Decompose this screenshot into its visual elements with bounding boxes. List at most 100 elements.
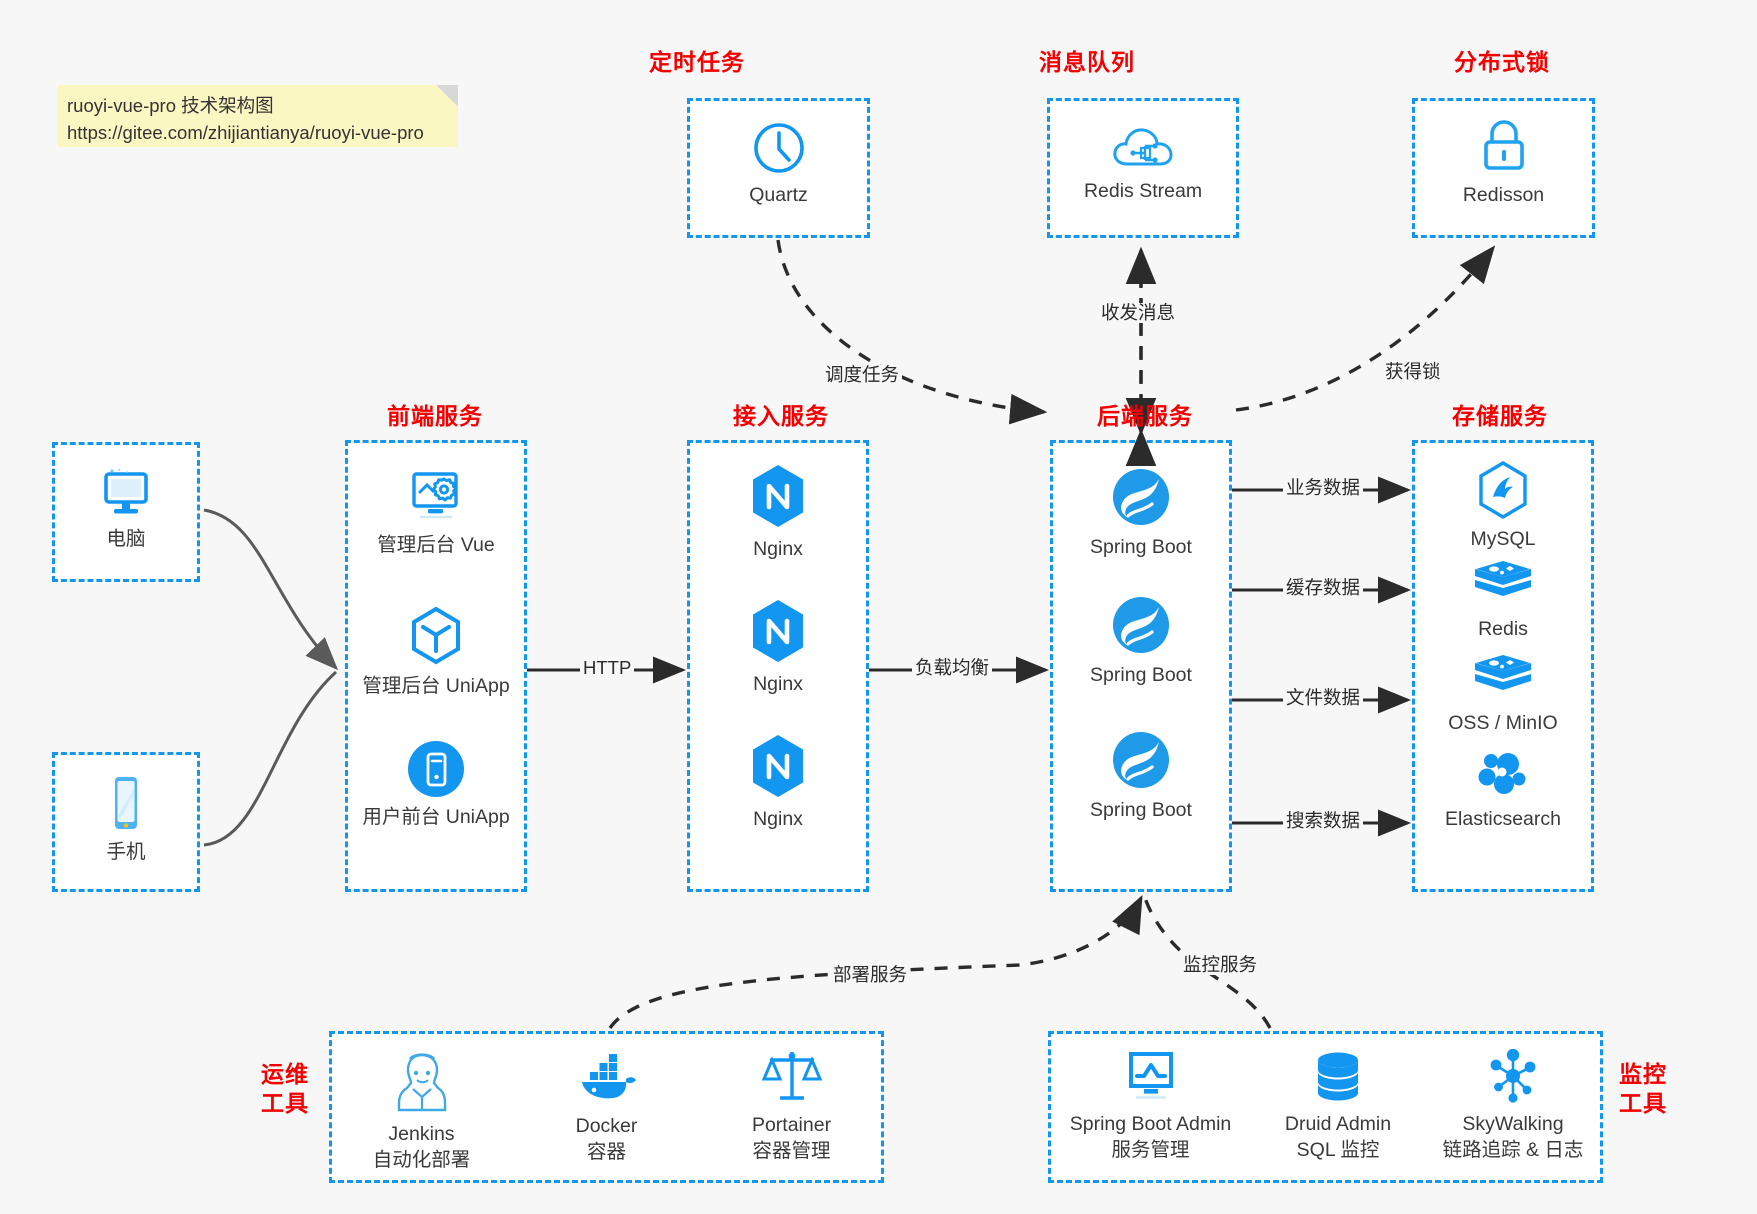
skywalking-icon bbox=[1484, 1048, 1542, 1105]
node-phone-label: 手机 bbox=[106, 841, 146, 863]
node-phone[interactable]: 手机 bbox=[52, 775, 200, 866]
mysql-icon bbox=[1474, 460, 1532, 520]
node-redisson[interactable]: Redisson bbox=[1412, 118, 1595, 209]
node-user-uniapp[interactable]: 用户前台 UniApp bbox=[345, 740, 527, 831]
section-label-scheduled-task: 定时任务 bbox=[649, 49, 745, 75]
node-skywalking-label: SkyWalking 链路追踪 & 日志 bbox=[1443, 1112, 1584, 1163]
note-text: ruoyi-vue-pro 技术架构图 https://gitee.com/zh… bbox=[67, 93, 452, 147]
spring-boot-icon bbox=[1110, 594, 1172, 656]
node-docker[interactable]: Docker 容器 bbox=[514, 1049, 699, 1165]
node-portainer[interactable]: Portainer 容器管理 bbox=[699, 1046, 884, 1164]
edge-label-deploy-service: 部署服务 bbox=[830, 964, 911, 986]
devops-label-line2: 工具 bbox=[261, 1089, 309, 1116]
section-label-frontend: 前端服务 bbox=[387, 403, 483, 429]
node-nginx-3[interactable]: Nginx bbox=[687, 732, 869, 833]
section-label-message-queue: 消息队列 bbox=[1039, 49, 1135, 75]
node-spring-boot-3[interactable]: Spring Boot bbox=[1050, 729, 1232, 824]
node-spring-boot-2-label: Spring Boot bbox=[1090, 664, 1192, 686]
desktop-computer-icon bbox=[98, 468, 154, 520]
devops-label-line1: 运维 bbox=[261, 1061, 309, 1087]
node-spring-boot-2[interactable]: Spring Boot bbox=[1050, 594, 1232, 689]
node-skywalking[interactable]: SkyWalking 链路追踪 & 日志 bbox=[1423, 1048, 1603, 1163]
nginx-icon bbox=[747, 597, 809, 665]
distributed-lock-box bbox=[1412, 98, 1595, 238]
node-mysql[interactable]: MySQL bbox=[1412, 460, 1594, 553]
node-spring-boot-1[interactable]: Spring Boot bbox=[1050, 466, 1232, 561]
node-nginx-1-label: Nginx bbox=[753, 538, 803, 560]
spring-boot-icon bbox=[1110, 729, 1172, 791]
node-redis-stream-label: Redis Stream bbox=[1083, 180, 1203, 202]
node-oss-minio[interactable]: OSS / MinIO bbox=[1412, 652, 1594, 737]
node-admin-vue[interactable]: 管理后台 Vue bbox=[345, 468, 527, 559]
node-spring-boot-admin[interactable]: Spring Boot Admin 服务管理 bbox=[1048, 1049, 1253, 1163]
spring-boot-icon bbox=[1110, 466, 1172, 528]
node-admin-uniapp[interactable]: 管理后台 UniApp bbox=[345, 605, 527, 700]
node-skywalking-title: SkyWalking bbox=[1462, 1113, 1564, 1135]
section-label-monitor-tools: 监控 工具 bbox=[1615, 1060, 1671, 1118]
jenkins-icon bbox=[393, 1049, 451, 1115]
node-oss-minio-label: OSS / MinIO bbox=[1448, 712, 1558, 734]
monitor-settings-icon bbox=[406, 468, 466, 526]
node-spring-boot-admin-sub: 服务管理 bbox=[1111, 1138, 1190, 1161]
node-computer[interactable]: 电脑 bbox=[52, 468, 200, 553]
oss-minio-icon bbox=[1472, 652, 1534, 704]
note-folded-corner bbox=[436, 85, 458, 107]
node-redis-stream[interactable]: Redis Stream bbox=[1047, 122, 1239, 205]
cube-icon bbox=[407, 605, 465, 667]
section-label-backend: 后端服务 bbox=[1097, 403, 1193, 429]
node-skywalking-sub: 链路追踪 & 日志 bbox=[1442, 1138, 1584, 1161]
section-label-gateway: 接入服务 bbox=[733, 403, 829, 429]
nginx-icon bbox=[747, 732, 809, 800]
node-spring-boot-admin-label: Spring Boot Admin 服务管理 bbox=[1070, 1112, 1232, 1163]
note-url: https://gitee.com/zhijiantianya/ruoyi-vu… bbox=[67, 121, 424, 143]
portainer-scales-icon bbox=[760, 1046, 824, 1106]
node-druid-admin-title: Druid Admin bbox=[1284, 1113, 1392, 1135]
node-admin-vue-label: 管理后台 Vue bbox=[377, 534, 495, 556]
node-admin-uniapp-label: 管理后台 UniApp bbox=[362, 675, 510, 697]
node-jenkins-title: Jenkins bbox=[388, 1123, 455, 1145]
node-druid-admin-sub: SQL 监控 bbox=[1296, 1138, 1380, 1161]
node-druid-admin-label: Druid Admin SQL 监控 bbox=[1285, 1112, 1391, 1163]
edge-phone-to-frontend bbox=[203, 670, 338, 847]
edge-label-business-data: 业务数据 bbox=[1283, 477, 1364, 499]
node-nginx-1[interactable]: Nginx bbox=[687, 462, 869, 563]
node-spring-boot-admin-title: Spring Boot Admin bbox=[1069, 1113, 1232, 1135]
elasticsearch-icon bbox=[1475, 748, 1531, 800]
node-spring-boot-3-label: Spring Boot bbox=[1090, 799, 1192, 821]
node-elasticsearch[interactable]: Elasticsearch bbox=[1412, 748, 1594, 833]
monitor-label-line2: 工具 bbox=[1619, 1089, 1667, 1116]
node-quartz[interactable]: Quartz bbox=[687, 120, 870, 209]
node-docker-title: Docker bbox=[575, 1115, 638, 1137]
node-nginx-2[interactable]: Nginx bbox=[687, 597, 869, 698]
node-elasticsearch-label: Elasticsearch bbox=[1445, 808, 1561, 830]
node-docker-label: Docker 容器 bbox=[576, 1114, 638, 1165]
section-label-distributed-lock: 分布式锁 bbox=[1454, 49, 1550, 75]
node-redis[interactable]: Redis bbox=[1412, 558, 1594, 643]
frontend-service-box bbox=[345, 440, 527, 892]
node-portainer-label: Portainer 容器管理 bbox=[752, 1113, 831, 1164]
node-spring-boot-1-label: Spring Boot bbox=[1090, 536, 1192, 558]
node-jenkins-sub: 自动化部署 bbox=[372, 1148, 471, 1171]
edge-label-monitor-service: 监控服务 bbox=[1180, 954, 1261, 976]
clock-icon bbox=[751, 120, 807, 176]
node-portainer-sub: 容器管理 bbox=[752, 1139, 831, 1162]
edge-schedule-task bbox=[776, 239, 1048, 425]
node-nginx-3-label: Nginx bbox=[753, 808, 803, 830]
edge-computer-to-frontend bbox=[203, 508, 339, 671]
node-druid-admin[interactable]: Druid Admin SQL 监控 bbox=[1253, 1049, 1423, 1163]
redis-icon bbox=[1472, 558, 1534, 610]
node-portainer-title: Portainer bbox=[751, 1114, 832, 1136]
docker-icon bbox=[574, 1049, 640, 1107]
node-jenkins[interactable]: Jenkins 自动化部署 bbox=[329, 1049, 514, 1173]
mobile-app-icon bbox=[407, 740, 465, 798]
edge-label-file-data: 文件数据 bbox=[1283, 687, 1364, 709]
edge-label-http: HTTP bbox=[580, 657, 635, 679]
node-quartz-label: Quartz bbox=[749, 184, 808, 206]
section-label-storage: 存储服务 bbox=[1452, 403, 1548, 429]
node-redisson-label: Redisson bbox=[1462, 184, 1545, 206]
database-stack-icon bbox=[1310, 1049, 1366, 1105]
edge-label-load-balance: 负载均衡 bbox=[912, 657, 993, 679]
node-nginx-2-label: Nginx bbox=[753, 673, 803, 695]
edge-label-send-receive-message: 收发消息 bbox=[1098, 302, 1179, 324]
section-label-devops-tools: 运维 工具 bbox=[257, 1060, 313, 1118]
